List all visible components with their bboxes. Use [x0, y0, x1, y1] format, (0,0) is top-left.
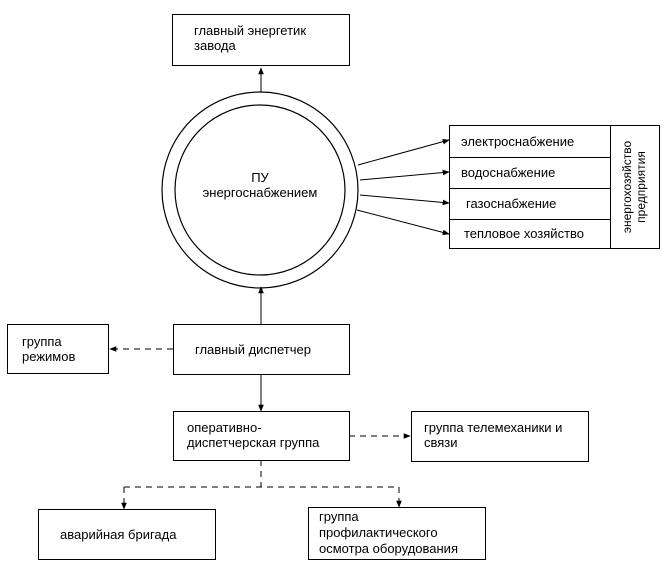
utility-row-gas: газоснабжение [450, 188, 611, 220]
chief-dispatcher-label: главный диспетчер [195, 342, 311, 357]
dispatch-group-label: оперативно- диспетчерская группа [187, 420, 320, 450]
utilities-table: электроснабжение водоснабжение газоснабж… [449, 125, 660, 249]
emergency-team-box: аварийная бригада [38, 509, 216, 560]
chief-engineer-box: главный энергетик завода [172, 14, 350, 66]
heat-label: тепловое хозяйство [464, 226, 585, 241]
arrow-to-heat [356, 209, 450, 236]
arrow-to-electricity [357, 138, 450, 166]
dispatch-group-box: оперативно- диспетчерская группа [173, 411, 350, 461]
maintenance-group-box: группа профилактического осмотра оборудо… [308, 507, 486, 560]
electricity-label: электроснабжение [461, 134, 575, 149]
chief-dispatcher-box: главный диспетчер [173, 324, 350, 375]
arrow-to-water [359, 169, 450, 181]
enterprise-label: энергохозяйство предприятия [620, 140, 648, 234]
modes-group-box: группа режимов [7, 324, 109, 374]
control-point-inner-circle [174, 104, 346, 276]
telemech-group-box: группа телемеханики и связи [411, 411, 589, 462]
utility-row-water: водоснабжение [450, 157, 611, 189]
modes-group-label: группа режимов [22, 334, 76, 364]
telemech-group-label: группа телемеханики и связи [424, 420, 563, 450]
arrow-to-gas [359, 194, 450, 206]
utility-row-heat: тепловое хозяйство [450, 219, 611, 248]
maintenance-group-label: группа профилактического осмотра оборудо… [319, 509, 458, 556]
gas-label: газоснабжение [466, 196, 557, 211]
control-point-label: ПУ энергоснабжением [202, 170, 318, 200]
enterprise-label-cell: энергохозяйство предприятия [611, 126, 659, 248]
chief-engineer-label: главный энергетик завода [194, 23, 307, 53]
water-label: водоснабжение [461, 165, 556, 180]
utility-row-electricity: электроснабжение [450, 126, 611, 158]
emergency-team-label: аварийная бригада [60, 527, 177, 542]
